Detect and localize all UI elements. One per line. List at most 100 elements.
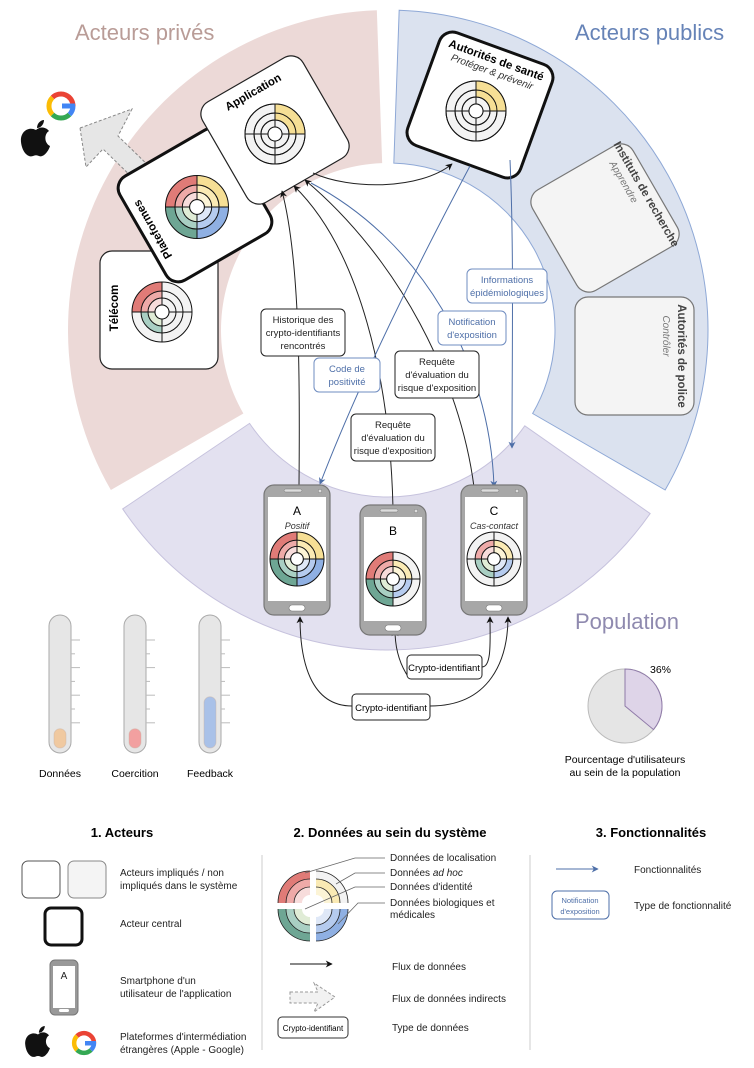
actor-police-title: Autorités de police — [675, 304, 687, 408]
legend-quadrant-blue — [315, 908, 349, 942]
data-segment-blue — [297, 559, 316, 578]
data-segment-adhoc — [197, 192, 212, 207]
label-requete-c-line-3: risque d'exposition — [398, 383, 476, 394]
phone-data-target — [269, 531, 325, 587]
data-target-telecom — [131, 281, 193, 343]
phone-letter: A — [293, 504, 301, 518]
users-pie-chart: 36% Pourcentage d'utilisateurs au sein d… — [565, 664, 686, 779]
legend-donnees-title: 2. Données au sein du système — [294, 825, 487, 840]
label-requete-b-line-2: d'évaluation du — [361, 433, 425, 444]
legend-type-box-text: Crypto-identifiant — [283, 1024, 344, 1033]
legend-quadrant-adhoc — [315, 870, 349, 904]
data-segment-green — [284, 559, 297, 572]
data-segment-loc — [284, 546, 297, 559]
data-segment-loc — [475, 540, 494, 559]
data-segment-adhoc — [297, 540, 316, 559]
legend-type-box — [277, 1016, 349, 1039]
data-segment-green — [261, 134, 275, 148]
data-segment-green — [380, 579, 393, 592]
legend-segment — [294, 909, 310, 925]
label-historique-line-2: crypto-identifiants — [266, 328, 341, 339]
legend-indirect-flow-arrow — [289, 981, 336, 1014]
pie-slice-users — [624, 668, 663, 731]
actor-sante[interactable]: Autorités de santé Protéger & prévenir — [403, 28, 557, 182]
actor-police-subtitle: Contrôler — [660, 315, 671, 357]
data-segment-blue — [476, 111, 497, 132]
data-segment-blue — [476, 111, 490, 125]
phone-letter: B — [389, 524, 397, 538]
data-segment-green — [475, 559, 494, 578]
phone-letter: C — [490, 504, 499, 518]
data-segment-loc — [462, 97, 476, 111]
legend-fonct-arrow: Fonctionnalités — [634, 865, 701, 876]
data-segment-green — [174, 207, 197, 230]
legend-phone-letter: A — [61, 971, 68, 982]
actor-police[interactable]: Autorités de police Contrôler — [574, 296, 695, 416]
data-segment-green — [141, 312, 162, 333]
legend-segment — [286, 879, 310, 903]
data-segment-loc — [141, 291, 162, 312]
phone-b[interactable]: B — [359, 504, 427, 636]
legend-donnees-adhoc: Données ad hoc — [390, 868, 463, 879]
data-segment-blue — [297, 559, 310, 572]
data-segment-loc — [174, 184, 197, 207]
data-segment-blue — [275, 134, 289, 148]
data-segment-blue — [197, 207, 212, 222]
data-segment-adhoc — [393, 560, 412, 579]
data-segment-adhoc — [197, 184, 220, 207]
legend-acteurs-item1-l1: Acteurs impliqués / non — [120, 868, 224, 879]
label-crypto-a: Crypto-identifiant — [351, 693, 431, 721]
legend-donnees-bio-l1: Données biologiques et — [390, 898, 495, 909]
data-target-sante — [445, 80, 507, 142]
label-notification-line-2: d'exposition — [447, 330, 497, 341]
legend-actor-involved — [21, 860, 61, 899]
data-segment-adhoc — [476, 97, 490, 111]
label-notification-line-1: Notification — [449, 317, 496, 328]
data-segment-loc — [380, 566, 393, 579]
legend-fonctionnalites-title: 3. Fonctionnalités — [596, 825, 707, 840]
legend-donnees-localisation: Données de localisation — [390, 853, 496, 864]
legend-acteurs-item1-l2: impliqués dans le système — [120, 881, 238, 892]
label-requete-c-line-1: Requête — [419, 357, 455, 368]
gauge-1: Données — [39, 614, 81, 780]
data-segment-loc — [374, 560, 393, 579]
legend-acteurs-item3-l1: Smartphone d'un — [120, 976, 196, 987]
data-target-application — [244, 103, 306, 165]
data-segment-blue — [197, 207, 220, 230]
data-segment-green — [278, 559, 297, 578]
legend-donnees-identite: Données d'identité — [390, 882, 473, 893]
label-informations-line-2: épidémiologiques — [470, 288, 544, 299]
data-segment-loc — [182, 192, 197, 207]
gauge-label: Données — [39, 768, 81, 780]
data-segment-blue — [162, 312, 176, 326]
data-segment-green — [254, 134, 275, 155]
gauge-fill — [128, 728, 142, 749]
data-segment-loc — [254, 113, 275, 134]
legend-leader-lines — [304, 857, 385, 925]
data-segment-adhoc — [162, 291, 183, 312]
actor-telecom[interactable]: Télécom — [99, 250, 219, 370]
actor-application[interactable]: Application — [196, 51, 354, 209]
apple-icon — [20, 120, 51, 157]
legend-donnees-bio-l2: médicales — [390, 910, 435, 921]
legend-central-actor — [43, 906, 84, 947]
legend-segment — [278, 871, 310, 903]
legend-acteurs-title: 1. Acteurs — [91, 825, 153, 840]
label-notification: Notification d'exposition — [437, 310, 507, 346]
flow-code-positivite — [318, 165, 471, 485]
legend-acteurs-item4-l2: étrangères (Apple - Google) — [120, 1045, 244, 1056]
legend-adhoc-italic: ad hoc — [433, 868, 463, 879]
data-segment-loc — [481, 546, 494, 559]
legend-fonct-box-l2: d'exposition — [560, 907, 599, 916]
flow-crypto-b-c — [481, 616, 494, 668]
data-target-plateformes — [165, 175, 229, 239]
legend-segment — [316, 909, 348, 941]
public-sector-title: Acteurs publics — [575, 20, 724, 45]
legend-actor-not-involved — [67, 860, 107, 899]
actor-recherche[interactable]: Instituts de recherche Apprendre — [525, 137, 685, 299]
legend-fonct-type: Type de fonctionnalité — [634, 901, 732, 912]
